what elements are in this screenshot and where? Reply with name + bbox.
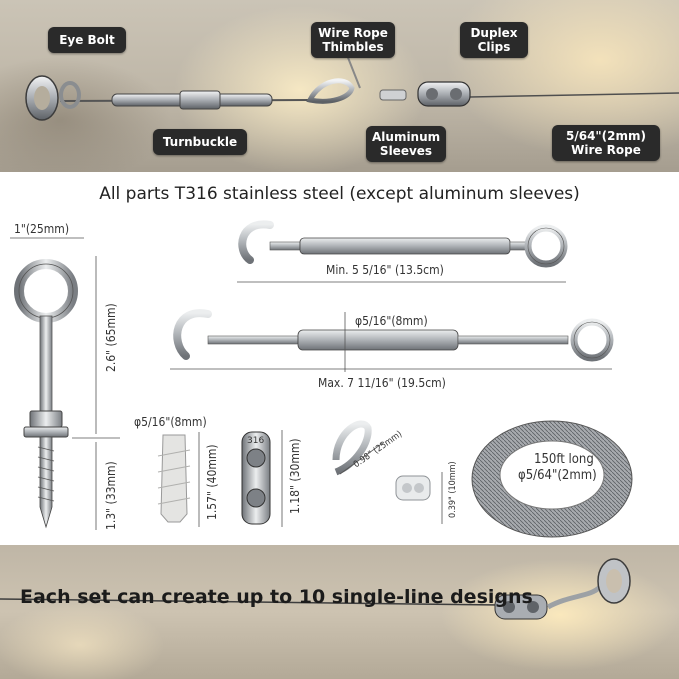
material-headline: All parts T316 stainless steel (except a…	[99, 184, 580, 204]
eye-bolt-label: Eye Bolt	[48, 27, 126, 53]
thimble-drawing	[332, 420, 385, 476]
turnbuckle-max-dim: Max. 7 11/16" (19.5cm)	[318, 376, 446, 390]
rope-dia-dim: φ5/64"(2mm)	[518, 468, 597, 483]
installation-illustration-bottom	[0, 558, 631, 620]
anchor-dia-dim: φ5/16"(8mm)	[134, 415, 207, 429]
wire-rope-bottom	[0, 598, 501, 606]
sleeve-photo	[379, 89, 407, 101]
eye-width-dim: 1"(25mm)	[14, 222, 70, 236]
turnbuckle-min-dim: Min. 5 5/16" (13.5cm)	[326, 263, 444, 277]
turnbuckle-max-drawing	[170, 309, 614, 372]
wire-rope-label: 5/64"(2mm)Wire Rope	[552, 125, 660, 161]
eye-height-dim: 2.6" (65mm)	[104, 303, 118, 372]
duplex-clip-bottom	[494, 594, 548, 620]
eye-bolt-drawing	[10, 237, 120, 530]
clip-len-dim: 1.18" (30mm)	[288, 438, 302, 514]
turnbuckle-dia-dim: φ5/16"(8mm)	[355, 314, 428, 328]
designs-caption: Each set can create up to 10 single-line…	[20, 586, 533, 608]
wire-rope-coil-drawing	[471, 420, 633, 538]
thimble-photo	[306, 78, 355, 104]
wire-rope-photo-right	[469, 92, 679, 98]
sleeve-len-dim: 0.39" (10mm)	[448, 461, 458, 518]
aluminum-sleeve-drawing	[395, 472, 443, 524]
turnbuckle-label: Turnbuckle	[153, 129, 247, 155]
eye-thread-dim: 1.3" (33mm)	[104, 461, 118, 530]
turnbuckle-min-drawing	[237, 220, 568, 283]
installation-photo-bottom	[0, 545, 679, 679]
rope-length-dim: 150ft long	[534, 452, 594, 467]
installation-illustration	[25, 49, 679, 121]
duplex-clip-drawing	[241, 430, 283, 527]
duplex-clip-photo	[417, 81, 471, 107]
parts-diagram	[10, 220, 633, 538]
clip-stamp: 316	[247, 436, 265, 446]
anchor-len-dim: 1.57" (40mm)	[205, 444, 219, 520]
wall-anchor-drawing	[157, 432, 200, 527]
